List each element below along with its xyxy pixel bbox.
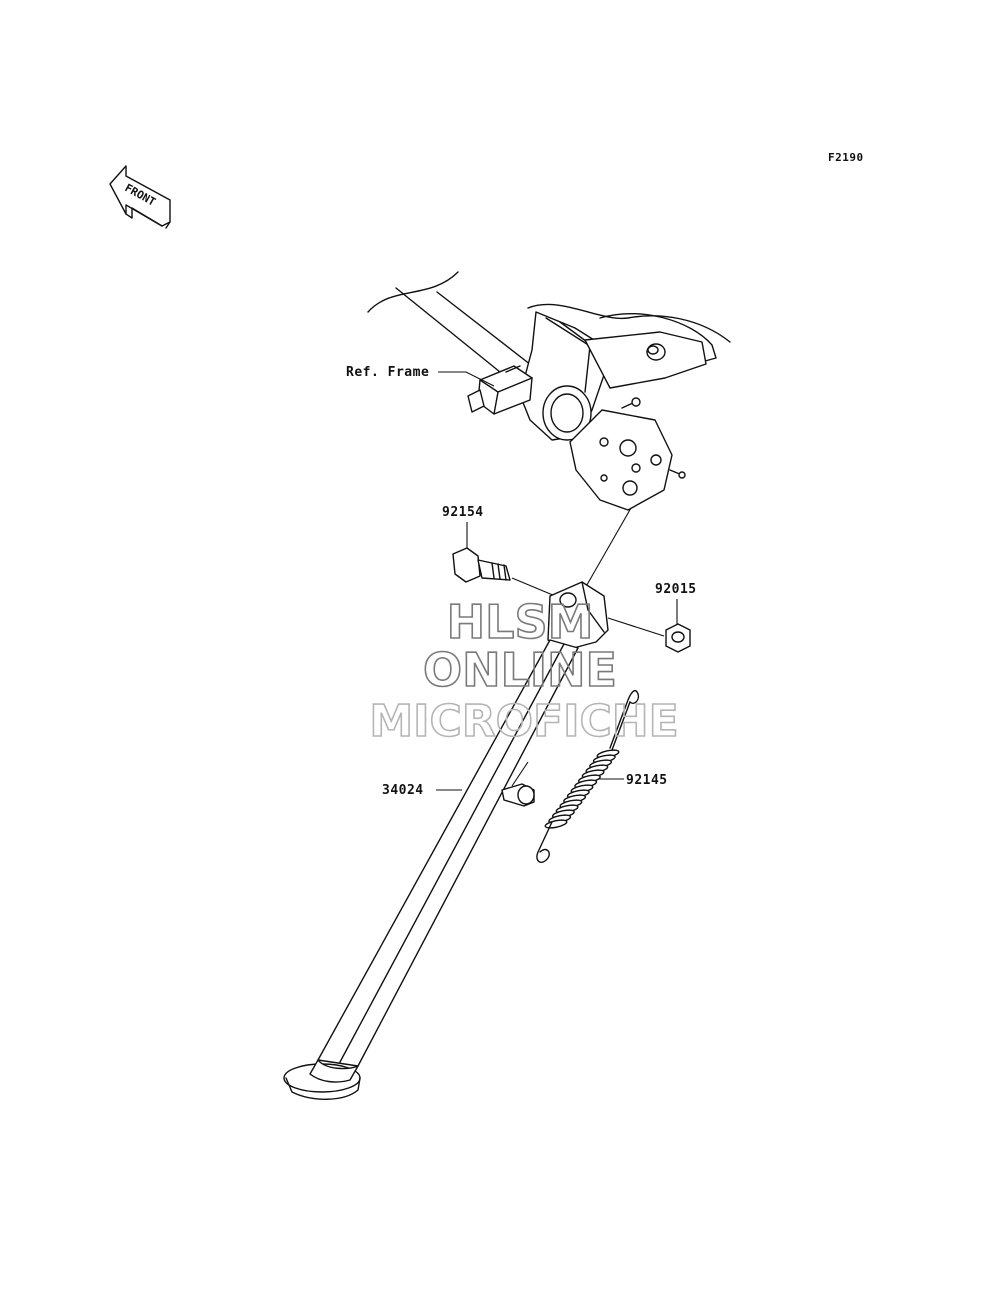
pin-axis-line bbox=[511, 761, 529, 787]
watermark-line-1: HLSM bbox=[447, 595, 594, 649]
watermark: HLSM ONLINE MICROFICHE bbox=[369, 594, 680, 748]
spring-coil bbox=[544, 819, 568, 829]
nut-axis-line bbox=[607, 617, 665, 637]
ref-frame-leader bbox=[438, 371, 495, 387]
spring-part-number: 92145 bbox=[626, 773, 668, 788]
stand-part-number: 34024 bbox=[382, 783, 424, 798]
bolt-part-number: 92154 bbox=[442, 505, 484, 520]
watermark-line-3: MICROFICHE bbox=[369, 696, 678, 747]
side-stand-icon bbox=[283, 639, 579, 1100]
watermark-line-2: ONLINE bbox=[423, 643, 617, 697]
nut-icon bbox=[665, 623, 691, 653]
assembly-line bbox=[583, 507, 632, 591]
figure-code: F2190 bbox=[828, 151, 864, 164]
front-arrow-icon: FRONT bbox=[109, 165, 171, 229]
spring-pin-icon bbox=[501, 783, 535, 807]
nut-part-number: 92015 bbox=[655, 582, 697, 597]
spring-icon bbox=[536, 689, 640, 863]
ref-frame-label: Ref. Frame bbox=[346, 365, 429, 380]
frame-section bbox=[367, 271, 731, 511]
bolt-icon bbox=[452, 547, 511, 583]
